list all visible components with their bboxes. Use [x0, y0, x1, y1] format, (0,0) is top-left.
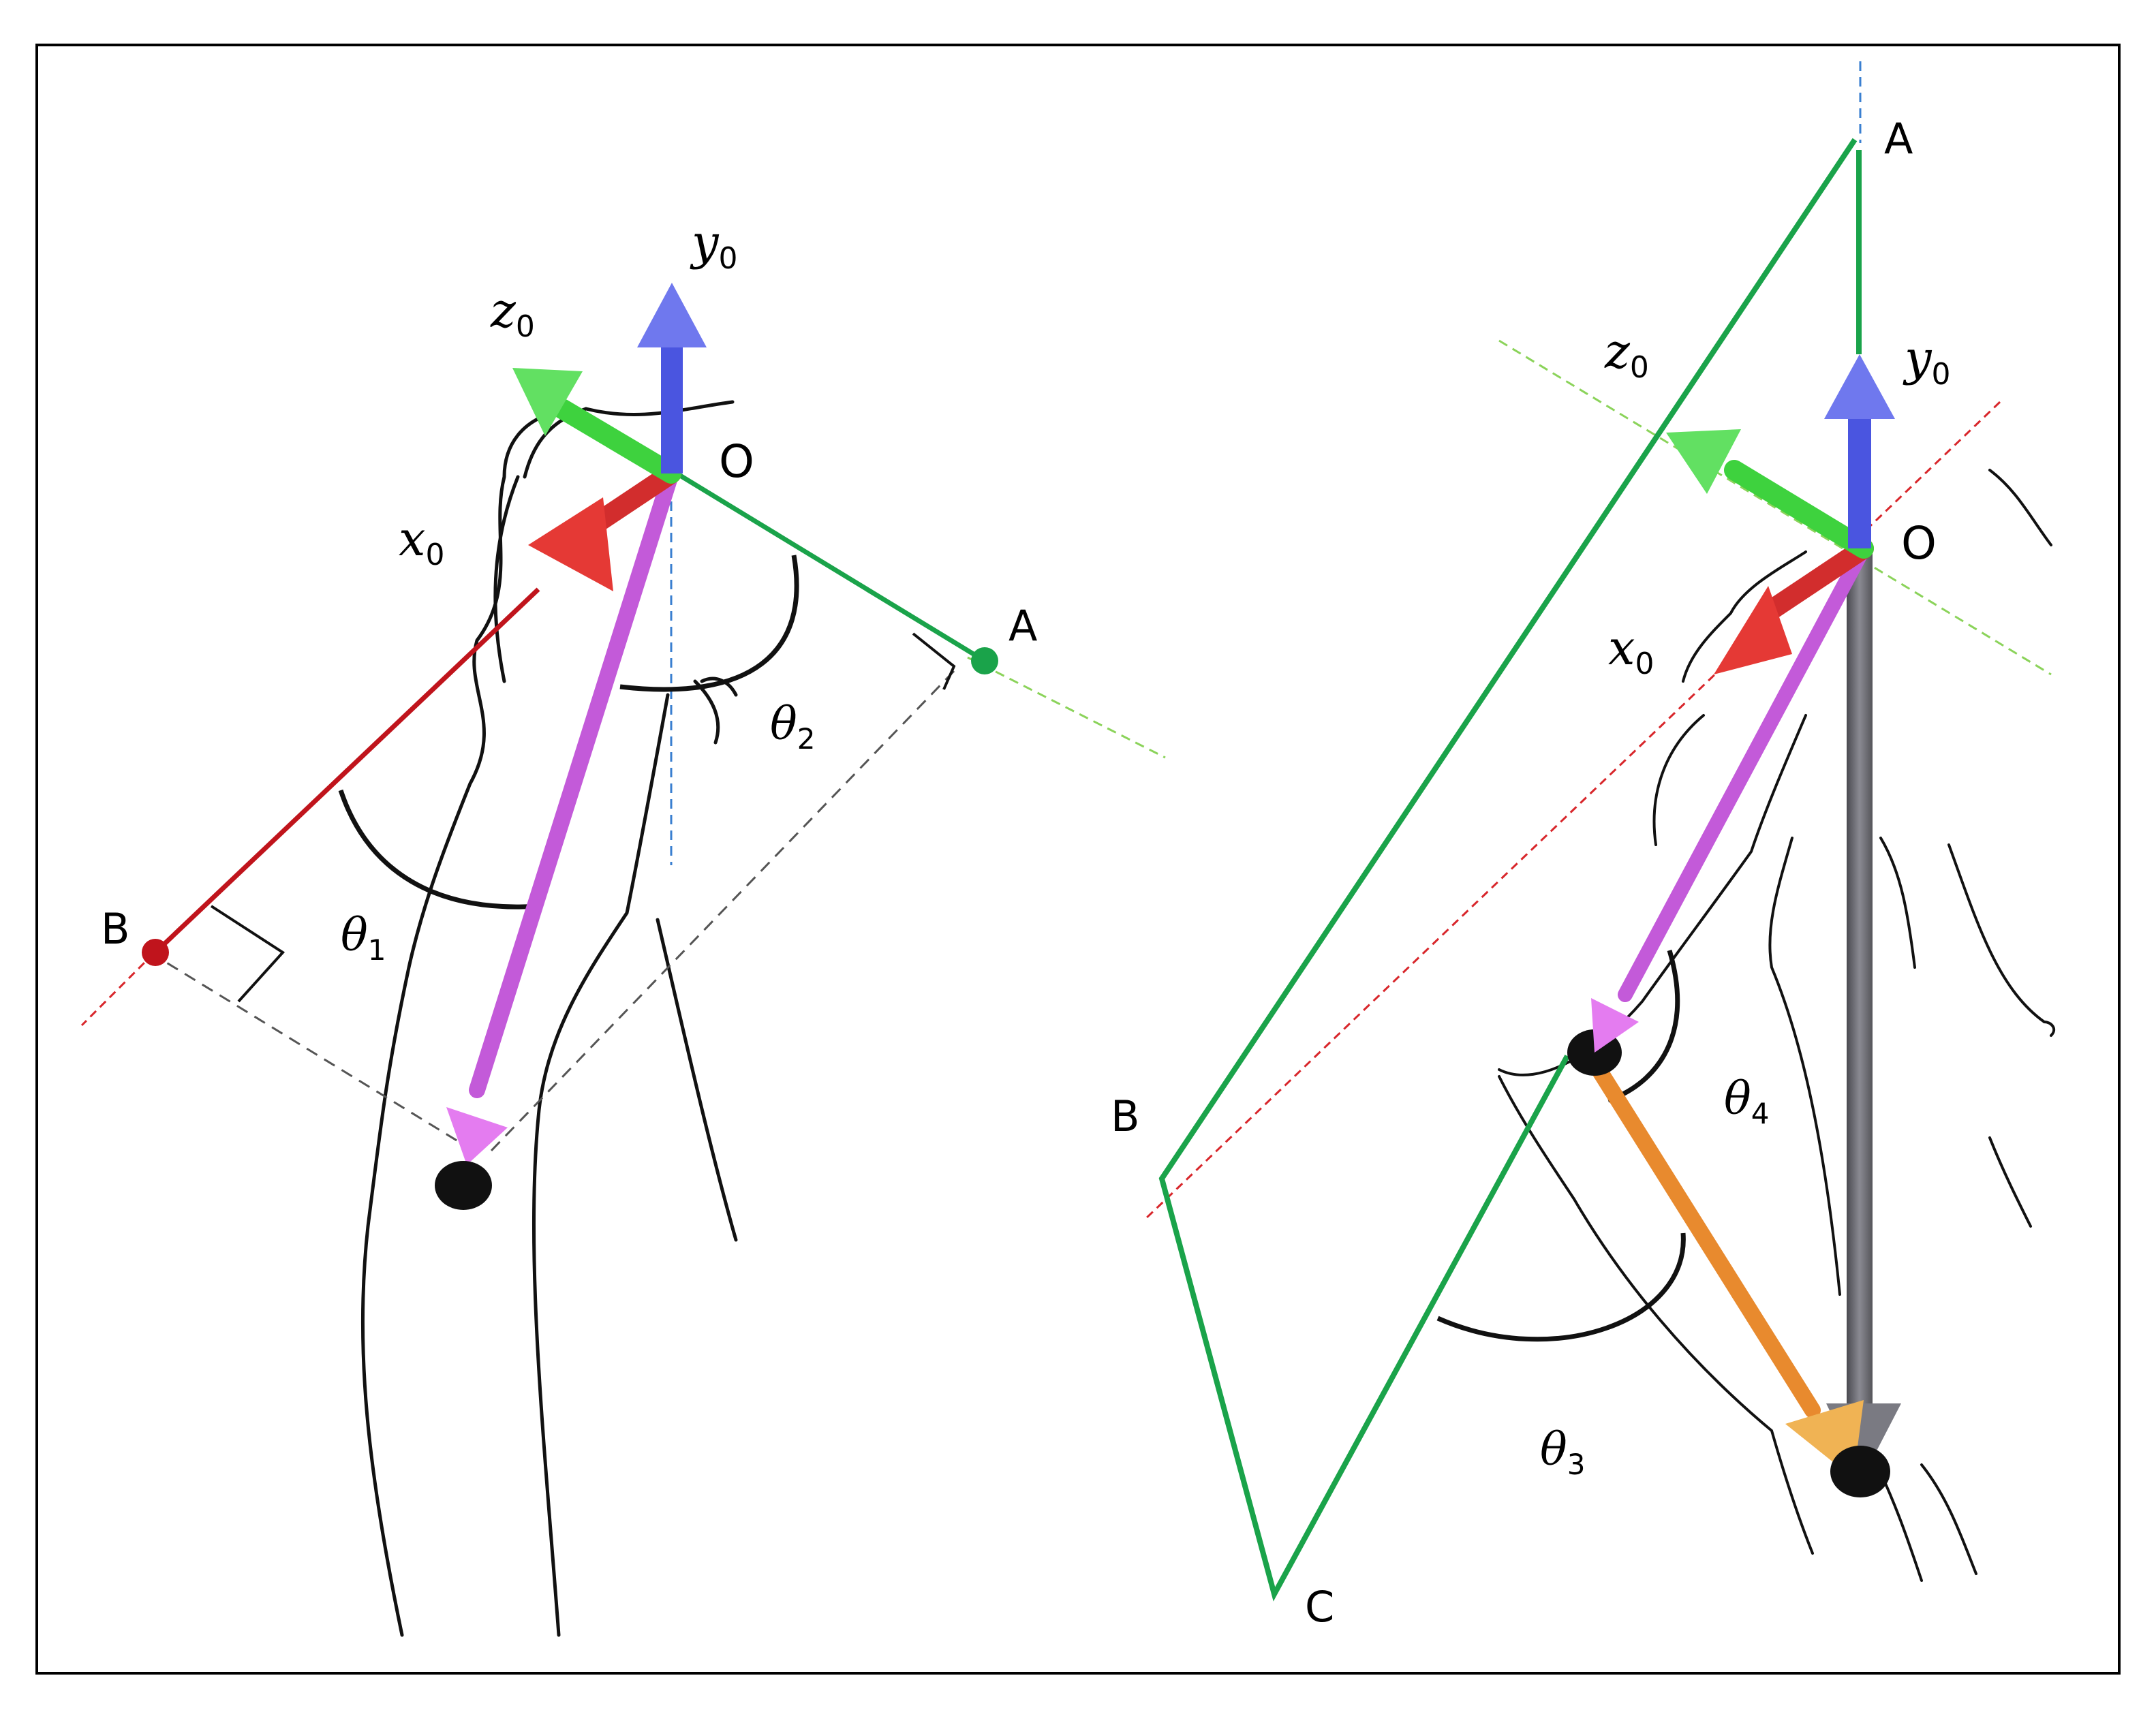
left-origin-label: O: [719, 435, 754, 488]
figure-frame: [35, 44, 2121, 1675]
right-y-axis-shaft: [1848, 416, 1871, 548]
right-theta3-label: θ3: [1540, 1423, 1585, 1481]
right-point-b-label: B: [1111, 1091, 1140, 1141]
left-y0-label: y0: [690, 215, 738, 276]
right-y-axis-arrowhead: [1824, 354, 1895, 419]
right-arc-theta4: [1607, 950, 1680, 1103]
right-y0-label: y0: [1903, 330, 1951, 392]
left-z-axis-shaft: [552, 399, 681, 484]
left-point-a-label: A: [1008, 601, 1037, 651]
right-arc-theta3: [1436, 1232, 1686, 1342]
right-z-dashed-line: [1498, 339, 2052, 676]
right-panel: A y0 z0 x0 O B C θ4 θ3: [1111, 61, 2056, 1632]
right-point-a-label: A: [1884, 114, 1913, 164]
right-theta4-label: θ4: [1724, 1072, 1769, 1130]
right-z-axis-shaft: [1724, 460, 1874, 559]
right-upper-arm-arrowhead: [1591, 998, 1639, 1053]
right-wrist-joint: [1830, 1446, 1890, 1497]
left-y-axis-shaft: [661, 344, 683, 473]
left-point-b-label: B: [101, 904, 130, 954]
left-point-a-dot: [971, 647, 998, 674]
left-a-elbow-dashed: [489, 670, 955, 1153]
right-z0-label: z0: [1604, 324, 1649, 385]
left-point-b-dot: [142, 939, 169, 966]
left-upper-arm-vector: [469, 465, 679, 1098]
right-x0-label: x0: [1608, 620, 1654, 681]
left-elbow-joint: [435, 1161, 492, 1210]
left-z0-label: z0: [490, 283, 535, 344]
left-x0-label: x0: [399, 511, 444, 572]
left-theta1-label: θ1: [341, 909, 386, 967]
left-z-extension-dashed: [967, 656, 1166, 759]
right-x-axis-shaft: [1761, 538, 1874, 620]
left-line-oa: [670, 468, 986, 663]
left-x-axis-arrowhead: [528, 497, 613, 591]
left-right-angle-b: [210, 905, 286, 1003]
right-plane-outline: [1158, 138, 1858, 1602]
left-y-axis-arrowhead: [637, 283, 707, 347]
left-upper-arm-arrowhead: [446, 1107, 508, 1165]
left-body-outline: [360, 400, 738, 1637]
left-arc-theta2: [619, 555, 799, 692]
right-origin-label: O: [1901, 517, 1937, 570]
left-line-ob: [153, 587, 540, 954]
left-panel: y0 z0 x0 O A B θ1 θ2: [80, 215, 1166, 1637]
left-z-axis-arrowhead: [512, 368, 583, 436]
right-z-axis-arrowhead: [1666, 429, 1741, 494]
left-theta2-label: θ2: [770, 698, 815, 756]
right-point-c-label: C: [1305, 1582, 1334, 1632]
right-forearm-vector: [1586, 1055, 1821, 1418]
left-arc-theta1: [338, 789, 539, 910]
right-upper-arm-vector: [1618, 541, 1871, 1002]
right-vertical-rod: [1847, 545, 1873, 1417]
right-x-axis-arrowhead: [1714, 586, 1792, 674]
left-right-angle-a: [912, 632, 956, 690]
left-b-elbow-dashed: [149, 951, 464, 1146]
